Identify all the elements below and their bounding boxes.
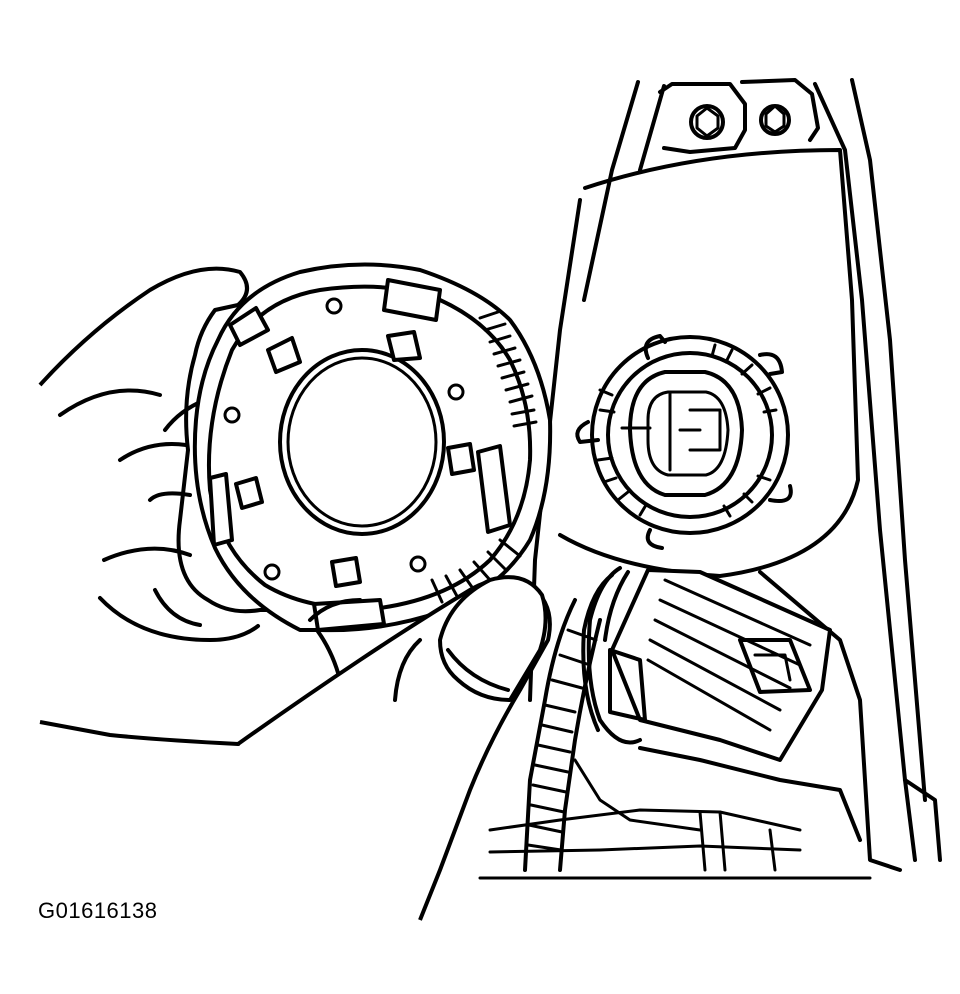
mounting-bolt-left bbox=[689, 104, 725, 140]
wire-connector bbox=[608, 568, 832, 762]
right-hand bbox=[236, 575, 552, 921]
lamp-housing-panel bbox=[478, 78, 942, 880]
figure-id-label: G01616138 bbox=[38, 898, 158, 923]
retaining-ring bbox=[192, 262, 553, 633]
mounting-bolt-right bbox=[759, 104, 791, 136]
bulb-socket bbox=[575, 334, 793, 550]
wire-harness bbox=[523, 566, 642, 872]
